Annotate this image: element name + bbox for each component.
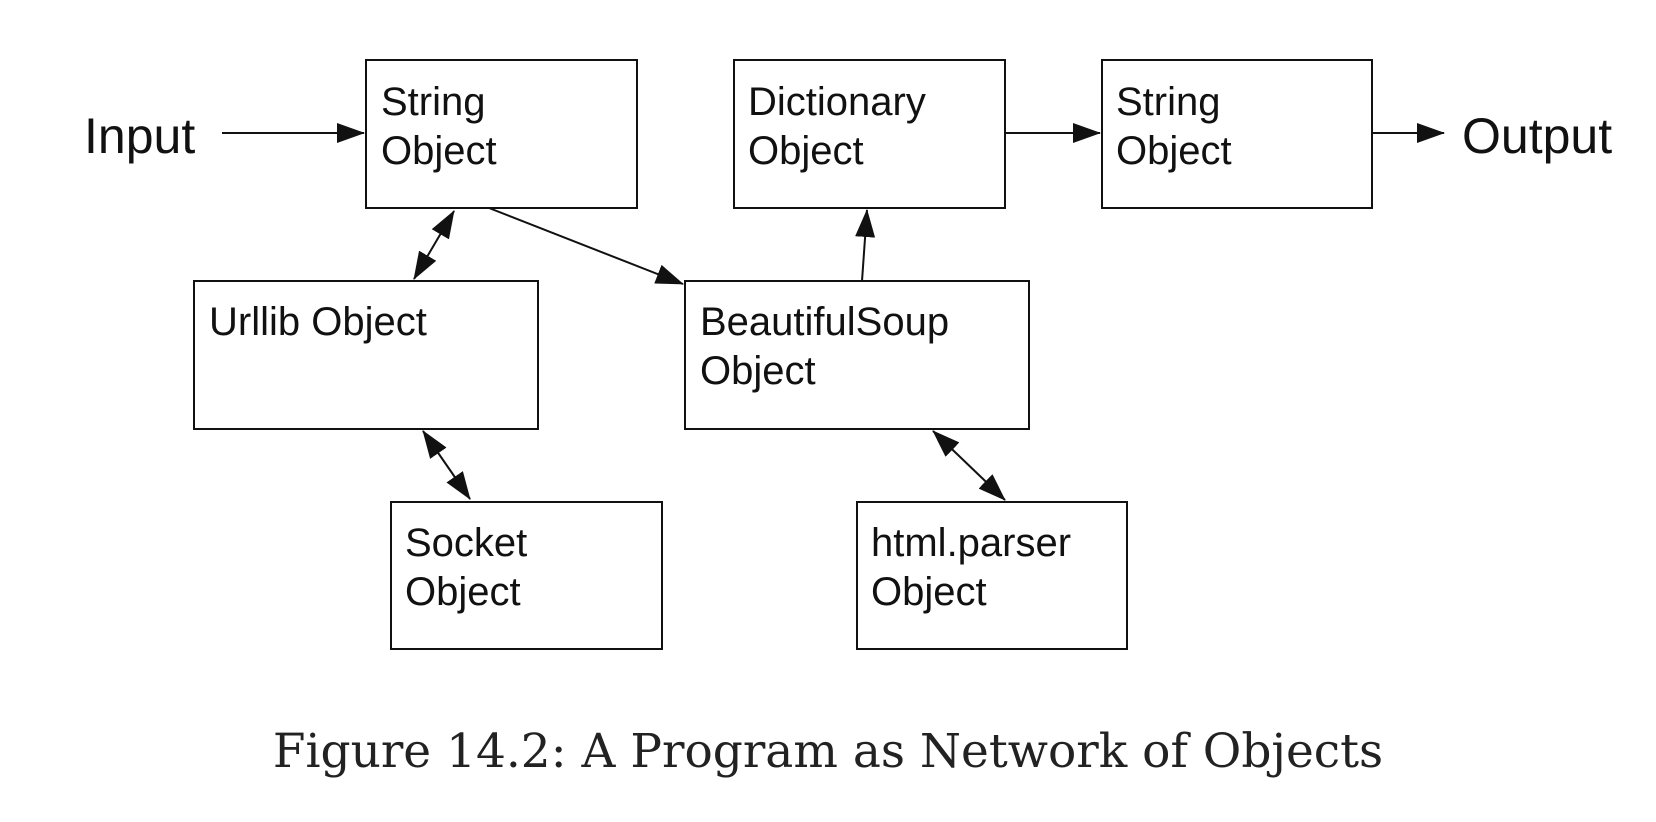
edge-beautifulsoup-to-dictionary [855,209,876,282]
socket-object-node: Socket Object [390,501,663,650]
string-object-box-1 [365,59,638,209]
string-object-box-2 [1101,59,1373,209]
string-object-label-2-line2: Object [1116,129,1232,173]
socket-object-label-line2: Object [405,570,521,614]
string-object-label-1-line1: String [381,80,486,124]
edge-string-object-to-beautifulsoup [488,207,684,285]
socket-object-label-line1: Socket [405,521,527,565]
htmlparser-object-label-line1: html.parser [871,521,1071,565]
beautifulsoup-object-box [684,280,1030,430]
output-label: Output [1462,108,1612,164]
string-object-label-1-line2: Object [381,129,497,173]
string-object-node-2: String Object [1101,59,1373,209]
beautifulsoup-object-node: BeautifulSoup Object [684,280,1030,430]
htmlparser-object-box [856,501,1128,650]
edge-string-object-urllib-bidirectional [413,210,455,280]
dictionary-object-label-line1: Dictionary [748,80,926,124]
dictionary-object-node: Dictionary Object [733,59,1006,209]
beautifulsoup-object-label-line1: BeautifulSoup [700,300,949,344]
string-object-label-2-line1: String [1116,80,1221,124]
urllib-object-node: Urllib Object [193,280,539,430]
edge-beautifulsoup-htmlparser-bidirectional [932,430,1006,501]
htmlparser-object-label-line2: Object [871,570,987,614]
input-label: Input [84,108,195,164]
urllib-object-box [193,280,539,430]
string-object-node-1: String Object [365,59,638,209]
beautifulsoup-object-label-line2: Object [700,349,816,393]
socket-object-box [390,501,663,650]
urllib-object-label: Urllib Object [209,300,427,344]
htmlparser-object-node: html.parser Object [856,501,1128,650]
dictionary-object-label-line2: Object [748,129,864,173]
edge-urllib-socket-bidirectional [422,430,471,500]
figure-caption: Figure 14.2: A Program as Network of Obj… [272,724,1384,779]
dictionary-object-box [733,59,1006,209]
